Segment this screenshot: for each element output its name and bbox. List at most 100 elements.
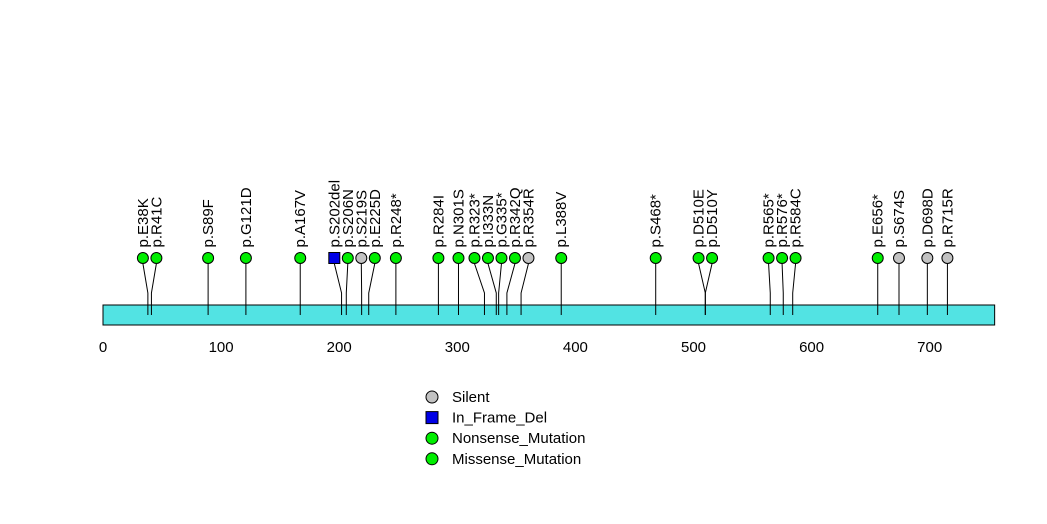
lollipop-p.D698D: p.D698D (919, 188, 936, 315)
lollipop-p.D510Y: p.D510Y (704, 189, 721, 315)
lollipop-p.G121D: p.G121D (238, 187, 255, 315)
mutation-marker-circle (692, 252, 705, 264)
mutation-marker-circle (202, 252, 215, 264)
mutation-stem (487, 263, 497, 315)
axis-tick-label: 700 (917, 339, 942, 356)
axis-tick-label: 400 (563, 339, 588, 356)
lollipop-p.R354R: p.R354R (520, 188, 537, 315)
mutation-marker-circle (481, 252, 494, 264)
mutation-label: p.S674S (891, 190, 908, 248)
mutation-label: p.R584C (788, 188, 805, 247)
mutation-marker-circle (508, 252, 521, 264)
axis-tick-label: 300 (445, 339, 470, 356)
lollipop-p.R584C: p.R584C (788, 188, 805, 315)
lollipop-p.S219S: p.S219S (353, 190, 370, 315)
mutation-marker-circle (136, 252, 149, 264)
mutation-marker-circle (892, 252, 905, 264)
mutation-marker-circle (150, 252, 163, 264)
axis-tick-label: 600 (799, 339, 824, 356)
protein-bar (102, 304, 996, 326)
legend-label: In_Frame_Del (452, 410, 547, 427)
axis-tick-label: 0 (99, 339, 107, 356)
mutation-marker-circle (239, 252, 252, 264)
mutation-label: p.R323* (466, 193, 483, 247)
mutation-marker-circle (762, 252, 775, 264)
mutation-stem (781, 263, 784, 315)
mutation-marker-circle (706, 252, 719, 264)
mutation-label: p.S206N (340, 189, 357, 247)
legend-marker-square (425, 411, 439, 425)
axis-tick-label: 200 (327, 339, 352, 356)
lollipop-p.E225D: p.E225D (367, 189, 384, 315)
lollipop-p.E38K: p.E38K (135, 198, 152, 315)
legend-marker-circle (425, 452, 439, 466)
mutation-label: p.E225D (367, 189, 384, 248)
mutation-label: p.R576* (774, 193, 791, 247)
mutation-label: p.E656* (870, 194, 887, 248)
legend-marker-circle (425, 431, 439, 445)
mutation-stem (792, 263, 797, 315)
mutation-marker-circle (921, 252, 934, 264)
mutation-stem (704, 263, 713, 315)
legend-item-Missense_Mutation: Missense_Mutation (425, 451, 581, 468)
mutation-label: p.D510Y (704, 189, 721, 247)
legend-label: Missense_Mutation (452, 451, 581, 468)
lollipop-p.L388V: p.L388V (553, 192, 570, 315)
lollipop-p.R323*: p.R323* (466, 193, 485, 315)
mutation-label: p.L388V (553, 192, 570, 248)
mutation-marker-circle (341, 252, 354, 264)
mutation-marker-circle (355, 252, 368, 264)
lollipop-p.R284I: p.R284I (430, 195, 447, 315)
mutation-marker-circle (789, 252, 802, 264)
mutation-label: p.R284I (430, 195, 447, 248)
mutation-label: p.E38K (135, 198, 152, 247)
lollipop-p.R248*: p.R248* (388, 193, 405, 315)
lollipop-p.I333N: p.I333N (480, 195, 497, 315)
mutation-marker-circle (776, 252, 789, 264)
legend-item-Nonsense_Mutation: Nonsense_Mutation (425, 430, 585, 447)
legend-label: Silent (452, 389, 490, 406)
mutation-marker-circle (522, 252, 535, 264)
mutation-label: p.S468* (648, 194, 665, 248)
mutation-marker-circle (368, 252, 381, 264)
mutation-label: p.N301S (450, 189, 467, 247)
mutation-marker-circle (649, 252, 662, 264)
mutation-stem (150, 263, 157, 315)
mutation-marker-circle (294, 252, 307, 264)
lollipop-p.R342Q: p.R342Q (506, 187, 524, 315)
lollipop-p.R715R: p.R715R (939, 188, 956, 315)
mutation-marker-circle (495, 252, 508, 264)
mutation-marker-circle (389, 252, 402, 264)
mutation-stem (520, 263, 529, 315)
mutation-stem (506, 263, 516, 315)
legend-marker-circle (425, 390, 439, 404)
axis-tick-label: 100 (209, 339, 234, 356)
mutation-stem (333, 263, 343, 315)
legend-label: Nonsense_Mutation (452, 430, 585, 447)
mutation-label: p.R565* (761, 193, 778, 247)
mutation-marker-circle (941, 252, 954, 264)
mutation-marker-circle (468, 252, 481, 264)
mutation-marker-square (328, 252, 341, 264)
mutation-label: p.R248* (388, 193, 405, 247)
mutation-label: p.G121D (238, 187, 255, 247)
lollipop-p.S202del: p.S202del (326, 180, 343, 315)
mutation-label: p.S219S (353, 190, 370, 248)
mutation-label: p.A167V (292, 190, 309, 248)
lollipop-p.G335*: p.G335* (493, 192, 510, 315)
lollipop-p.S468*: p.S468* (648, 194, 665, 315)
lollipop-p.A167V: p.A167V (292, 190, 309, 315)
mutation-stem (498, 263, 502, 315)
mutation-label: p.G335* (493, 192, 510, 247)
lollipop-p.R565*: p.R565* (761, 193, 778, 315)
mutation-marker-circle (452, 252, 465, 264)
mutation-label: p.R354R (520, 188, 537, 247)
mutation-marker-circle (555, 252, 568, 264)
mutation-label: p.S89F (200, 199, 217, 247)
lollipop-p.R41C: p.R41C (148, 196, 165, 315)
lollipop-p.S89F: p.S89F (200, 199, 217, 315)
mutation-marker-circle (871, 252, 884, 264)
axis-tick-label: 500 (681, 339, 706, 356)
lollipop-p.R576*: p.R576* (774, 193, 791, 315)
